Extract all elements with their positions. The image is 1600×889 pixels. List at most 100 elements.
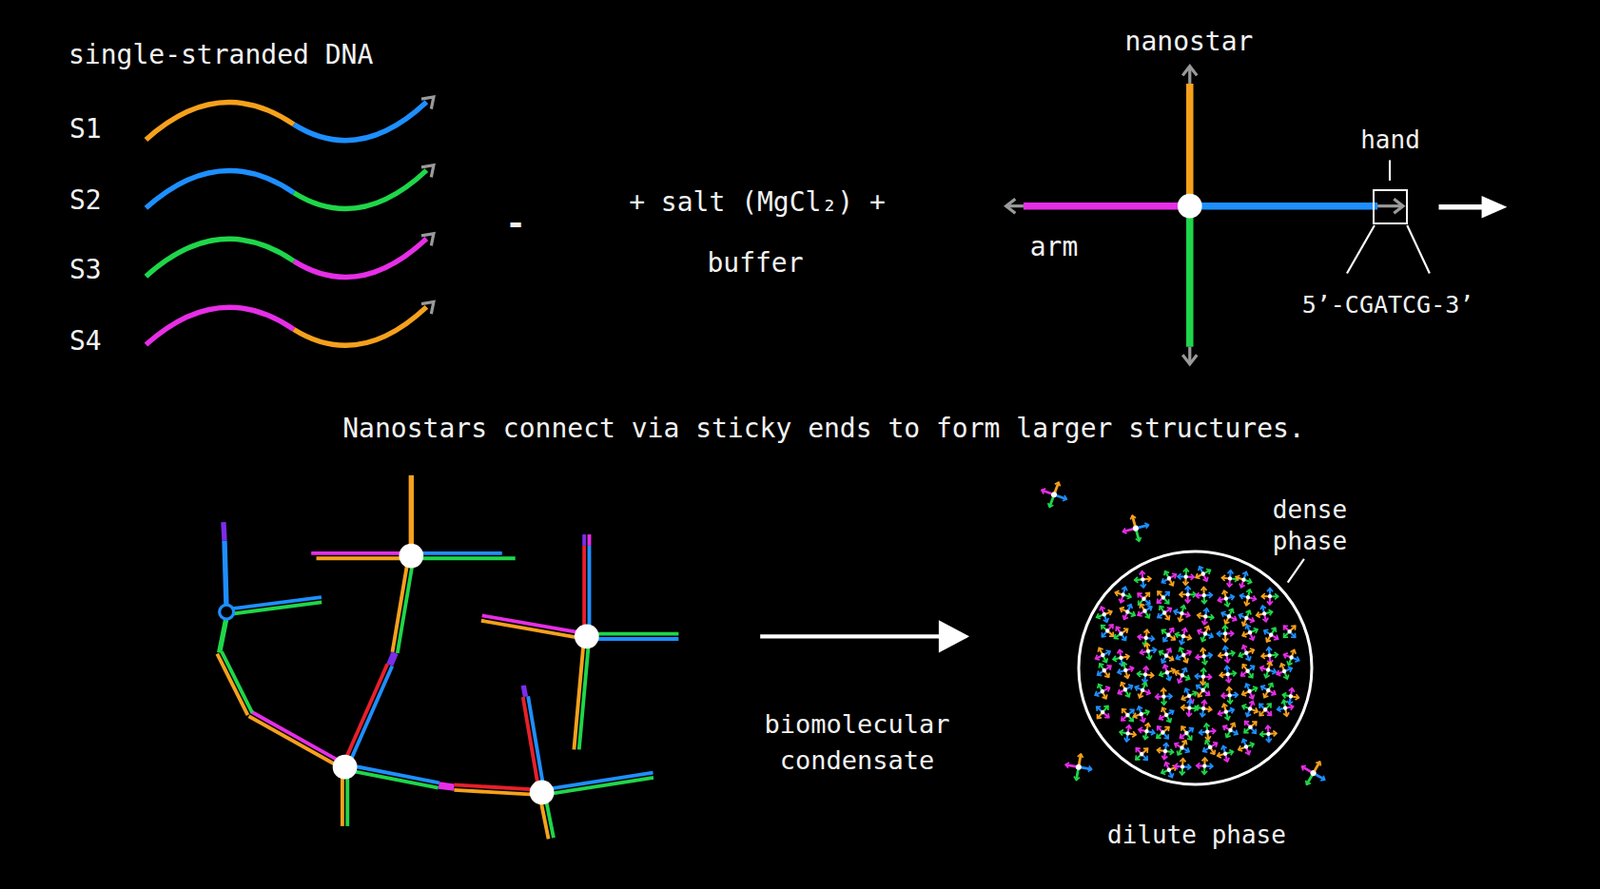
mini-nanostar [1191,563,1214,586]
mini-nanostar [1247,629,1253,636]
mini-nanostar [1143,629,1150,634]
mini-nanostar [1161,610,1168,617]
strand-name: S1 [69,113,127,146]
mini-nanostar [1186,612,1191,620]
mini-nanostar [1229,706,1235,714]
dna-strand [145,97,434,141]
mini-nanostar [1259,683,1266,691]
mini-nanostar [1255,612,1261,620]
mini-nanostar [1091,701,1114,724]
mini-nanostar [1131,680,1154,703]
mini-nanostar [1145,590,1152,598]
nanostar-network [579,636,590,750]
mini-nanostar [1183,730,1190,737]
dna-strand [421,234,434,247]
illustration-scale [145,66,1507,840]
arm-label: arm [1006,231,1102,264]
mini-nanostar [1122,527,1128,535]
mini-nanostar [1224,603,1231,608]
mini-nanostar [1223,631,1228,636]
mini-nanostar [1183,658,1191,664]
mini-nanostar [1116,649,1124,654]
mini-nanostar [1104,673,1112,680]
mini-nanostar [1134,577,1139,584]
mini-nanostar [1169,626,1176,633]
mini-nanostar [1117,599,1125,605]
mini-nanostar [1228,727,1234,734]
mini-nanostar [1243,650,1249,657]
mini-nanostar [1224,659,1231,664]
mini-nanostar [1173,669,1180,677]
mini-nanostar [1165,632,1171,639]
mini-nanostar [1163,742,1170,747]
mini-nanostar [1145,648,1151,654]
mini-nanostar [1151,721,1174,744]
mini-nanostar [1275,699,1295,719]
mini-nanostar [1119,729,1124,736]
mini-nanostar [1180,695,1187,703]
mini-nanostar [1201,661,1208,665]
mini-nanostar [1181,704,1186,711]
mini-nanostar [1140,577,1146,583]
mini-nanostar [1169,708,1175,716]
mini-nanostar [1215,702,1236,722]
mini-nanostar [1137,634,1142,641]
mini-nanostar [1241,703,1247,711]
mini-nanostar [1295,755,1332,792]
dna-strand [421,302,434,315]
leader-line [1406,225,1430,274]
mini-nanostar [1099,709,1106,716]
mini-nanostar [1202,631,1209,638]
mini-nanostar [1099,632,1107,640]
mini-nanostar [1106,663,1113,671]
mini-nanostar [1208,706,1212,713]
mini-nanostar [1121,636,1129,643]
nanostar-symbol [1006,66,1404,365]
mini-nanostar [1133,746,1144,757]
mini-nanostar [1252,685,1259,693]
nanostar-network [219,617,228,654]
mini-nanostar [1166,718,1173,724]
mini-nanostar [1139,718,1147,723]
mini-nanostar [1229,749,1234,757]
mini-nanostar [1154,644,1178,668]
subheading: Nanostars connect via sticky ends to for… [205,412,1443,446]
mini-nanostar [1235,607,1257,629]
mini-nanostar [1267,661,1274,666]
mini-nanostar [1155,694,1160,701]
dna-strand [145,234,434,278]
mini-nanostar [1230,650,1235,658]
mini-nanostar [1094,714,1102,722]
mini-nanostar [1136,628,1155,647]
nanostar-network [390,653,395,666]
mini-nanostar [1288,687,1296,692]
mini-nanostar [1094,704,1102,712]
mini-nanostar [1138,642,1158,662]
mini-nanostar [1300,764,1307,772]
mini-nanostar [1273,661,1295,683]
mini-nanostar [1226,583,1232,587]
circle-outline [1078,551,1312,785]
mini-nanostar [1165,589,1172,597]
white-arrow [760,634,944,639]
mini-nanostar [1143,746,1151,754]
mini-nanostar [1251,720,1259,727]
mini-nanostar [1189,726,1195,734]
mini-nanostar [1211,728,1216,735]
nanostar-network [574,624,600,649]
mini-nanostar [1167,605,1173,613]
mini-nanostar [1177,573,1182,580]
mini-nanostar [1216,631,1221,638]
mini-nanostar [1215,743,1236,764]
mini-nanostar [1178,640,1186,645]
mini-nanostar [1283,705,1288,711]
mini-nanostar [1158,671,1164,679]
mini-nanostar [1135,591,1143,599]
mini-nanostar [1281,700,1288,705]
mini-nanostar [1160,578,1167,586]
mini-nanostar [1164,599,1171,606]
nanostar-network [586,632,680,637]
mini-nanostar [1173,763,1178,770]
mini-nanostar [1241,631,1247,639]
